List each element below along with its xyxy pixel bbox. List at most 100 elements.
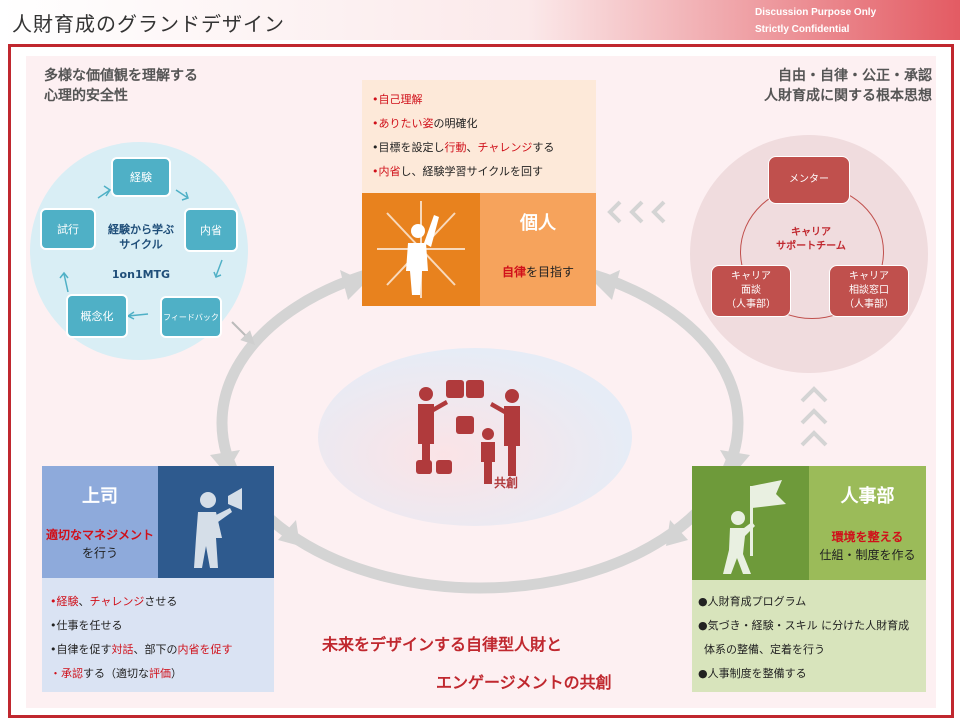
bullet-fragment: •ありたい姿 [372,117,434,130]
hr-bullet: ●気づき・経験・スキル に分けた人財育成 [698,619,910,632]
bullet-fragment: •目標を設定し [372,141,445,154]
bullet-fragment: チャレンジ [89,595,145,608]
tagline: 未来をデザインする自律型人財と エンゲージメントの共創 [300,626,660,702]
support-team-line-2: サポートチーム [776,241,846,252]
individual-bullet: •目標を設定し行動、チャレンジする [372,136,596,160]
puzzle-people-icon [416,380,520,484]
co-creation-ellipse [318,348,632,526]
header-bar: 人財育成のグランドデザイン Discussion Purpose Only St… [0,0,960,40]
individual-goal: 自律を目指す [480,263,596,280]
bullet-fragment: 内省を促す [177,643,233,656]
individual-goal-rest: を目指す [526,265,575,279]
boss-bullet: •経験、チャレンジさせる [50,590,274,614]
hr-icon-box [692,466,809,580]
hr-subtitle: 環境を整える 仕組・制度を作る [809,528,926,564]
boss-subtitle-rest: を行う [81,546,118,560]
career-interview-line-1: キャリア [731,271,771,282]
hr-title-box: 人事部 環境を整える 仕組・制度を作る [809,466,926,580]
boss-bullet: •仕事を任せる [50,614,274,638]
boss-subtitle: 適切なマネジメント を行う [42,526,158,562]
hr-bullets-box: ●人財育成プログラム ●気づき・経験・スキル に分けた人財育成 体系の整備、定着… [692,580,926,692]
career-desk-node: キャリア 相談窓口 （人事部） [829,265,909,317]
career-interview-line-2: 面談 [741,285,761,296]
top-right-label: 自由・自律・公正・承認 人財育成に関する根本思想 [744,66,932,106]
cycle-node-conceptualization: 概念化 [66,294,128,338]
arrow-to-hr [720,450,750,474]
bullet-fragment: ） [171,667,182,680]
bullet-fragment: 行動 [444,141,467,154]
hr-bullet: 体系の整備、定着を行う [704,643,825,656]
boss-title: 上司 [82,486,118,507]
tagline-line-1: 未来をデザインする自律型人財と [322,635,563,654]
confidential-line-2: Strictly Confidential [755,24,850,35]
top-left-line-2: 心理的安全性 [44,88,128,104]
arrow-to-boss [210,450,240,474]
individual-bullet: •内省し、経験学習サイクルを回す [372,160,596,184]
bullet-fragment: する（適切な [83,667,149,680]
individual-bullet: •ありたい姿の明確化 [372,112,596,136]
confidential-line-1: Discussion Purpose Only [755,7,877,18]
bullet-fragment: チャレンジ [477,141,533,154]
career-desk-line-2: 相談窓口 [849,285,889,296]
arrow-to-individual-right [594,270,620,300]
mentor-node: メンター [768,156,850,204]
top-left-label: 多様な価値観を理解する 心理的安全性 [44,66,198,106]
bullet-fragment: 、 [466,141,478,154]
cycle-arrows [59,185,223,320]
flag-person-icon [723,480,786,574]
individual-title: 個人 [520,213,556,234]
hr-subtitle-line-2: 仕組・制度を作る [819,548,916,562]
top-right-line-1: 自由・自律・公正・承認 [778,68,932,84]
bullet-fragment: •自律を促す [50,643,112,656]
cycle-center-line-2: サイクル [119,238,163,251]
arrow-to-hr-bottom [666,520,688,546]
bullet-fragment: させる [144,595,178,608]
boss-bullets-box: •経験、チャレンジさせる •仕事を任せる •自律を促す対話、部下の内省を促す ・… [42,578,274,692]
bullet-fragment: •仕事を任せる [50,619,123,632]
cycle-link-arrow [231,321,255,345]
bullet-fragment: 対話 [111,643,134,656]
bullet-fragment: •内省 [372,165,401,178]
page-title: 人財育成のグランドデザイン [12,12,285,36]
career-desk-line-1: キャリア [849,271,889,282]
tagline-line-2: エンゲージメントの共創 [436,673,612,692]
arrow-to-boss-bottom [278,520,300,546]
support-team-label: キャリア サポートチーム [770,226,852,254]
hr-subtitle-red: 環境を整える [831,530,904,544]
cycle-node-trial: 試行 [40,208,96,250]
cycle-center-line-1: 経験から学ぶ [108,223,174,236]
individual-goal-red: 自律 [501,265,526,279]
cycle-node-reflection: 内省 [184,208,238,252]
cycle-node-feedback: フィードバック [160,296,222,338]
hr-bullet: ●人事制度を整備する [698,667,807,680]
bullet-fragment: 、部下の [133,643,178,656]
boss-bullet: •自律を促す対話、部下の内省を促す [50,638,274,662]
one-on-one-label: 1on1MTG [111,268,171,281]
bullet-fragment: 、 [78,595,90,608]
individual-bullets-box: •自己理解 •ありたい姿の明確化 •目標を設定し行動、チャレンジする •内省し、… [362,80,596,193]
career-interview-node: キャリア 面談 （人事部） [711,265,791,317]
individual-icon-box [362,193,480,306]
confidential-notice: Discussion Purpose Only Strictly Confide… [755,4,876,38]
career-interview-line-3: （人事部） [726,299,776,310]
bullet-fragment: の明確化 [433,117,478,130]
bullet-fragment: し、経験学習サイクルを回す [400,165,543,178]
chevrons-up-icon [800,386,828,447]
hr-title: 人事部 [840,486,895,507]
chevrons-left-icon [607,200,666,224]
career-desk-line-3: （人事部） [844,299,894,310]
bullet-fragment: ・承認 [50,667,83,680]
individual-title-box: 個人 自律を目指す [480,193,596,306]
megaphone-person-icon [194,488,242,568]
boss-bullet: ・承認する（適切な評価） [50,662,274,686]
cycle-center-label: 経験から学ぶ サイクル [100,222,182,252]
bullet-fragment: •自己理解 [372,93,423,106]
cycle-node-experience: 経験 [111,157,171,197]
cheering-person-icon [377,201,465,298]
boss-subtitle-red: 適切なマネジメント [45,528,154,542]
individual-bullet: •自己理解 [372,88,596,112]
bullet-fragment: 評価 [149,667,171,680]
boss-icon-box [158,466,274,578]
arrow-to-individual [340,270,366,300]
top-left-line-1: 多様な価値観を理解する [44,68,198,84]
